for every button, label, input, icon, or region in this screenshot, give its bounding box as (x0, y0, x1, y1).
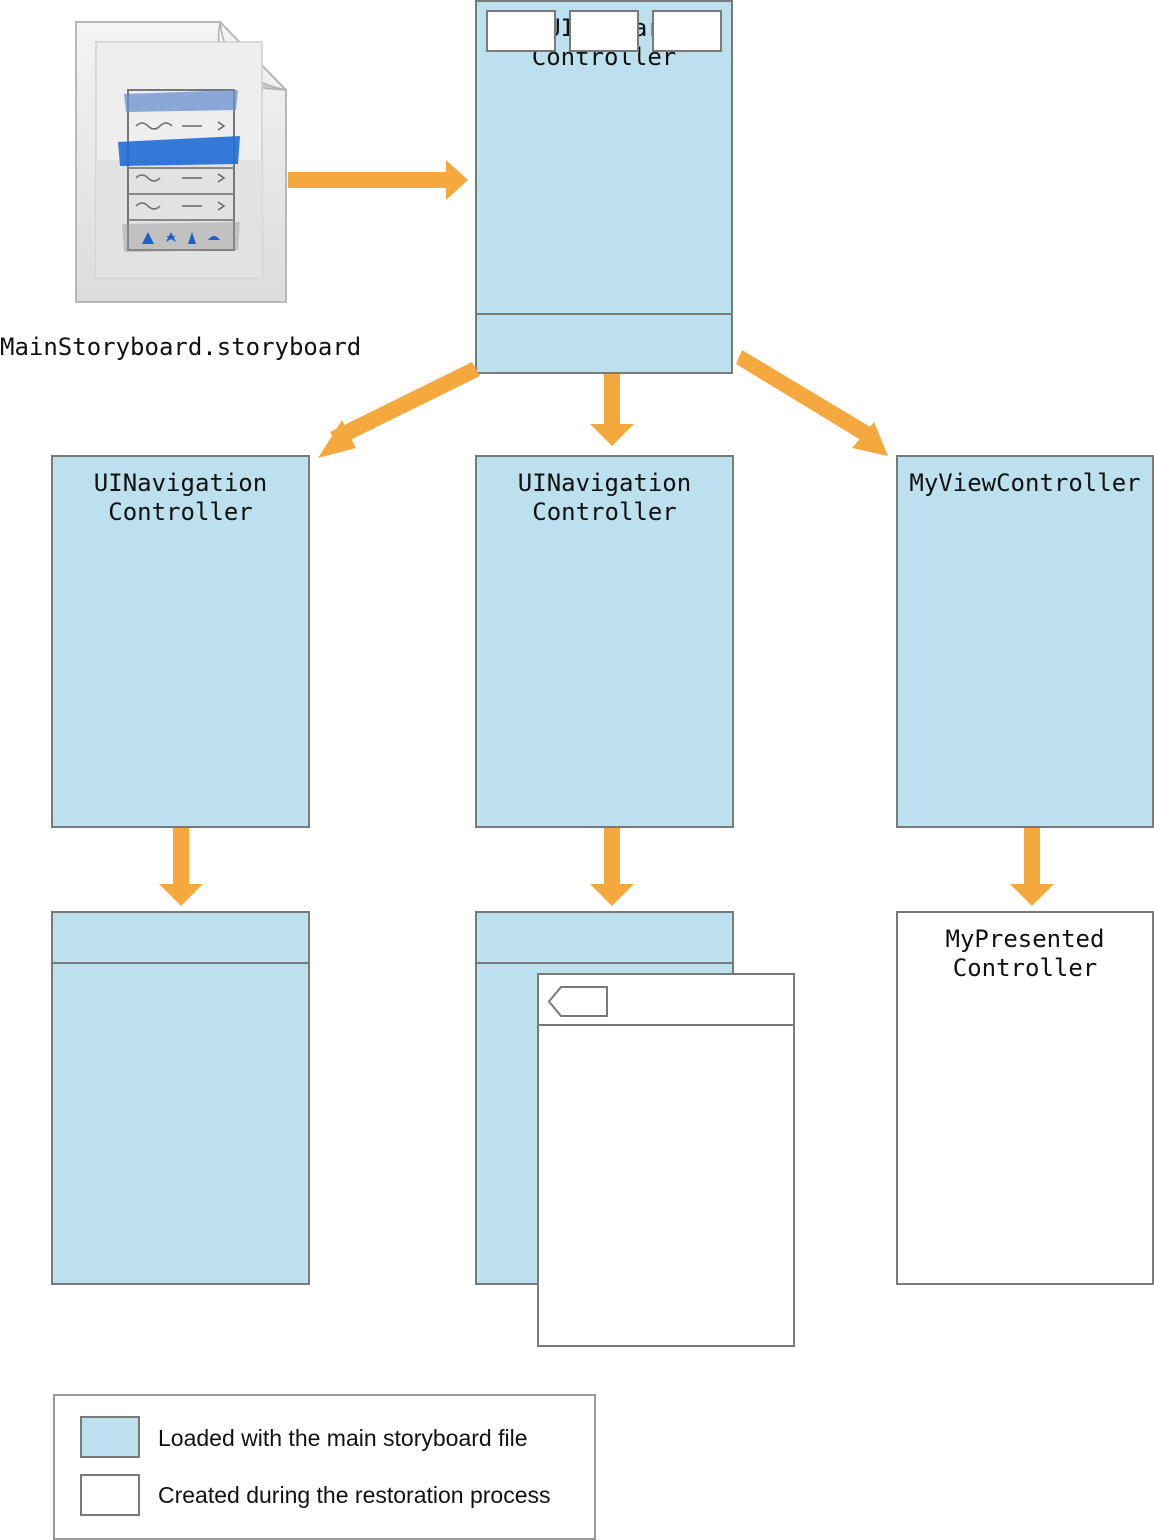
arrow-tabbar-to-nav-1 (318, 362, 480, 458)
tab-bar-item-3 (652, 10, 722, 52)
nav-bar-divider-2 (477, 962, 732, 964)
my-presented-controller: MyPresented Controller (896, 911, 1154, 1285)
arrow-myviewcontroller-down (1010, 828, 1054, 906)
tab-bar-divider (477, 313, 731, 315)
arrow-nav-2-down (590, 828, 634, 906)
my-view-controller: MyViewController (896, 455, 1154, 828)
arrow-tabbar-to-myviewcontroller (736, 350, 888, 456)
navigation-controller-1-title: UINavigation Controller (93, 469, 268, 526)
arrow-file-to-tabbar (288, 160, 468, 200)
legend-swatch-created (80, 1474, 140, 1516)
storyboard-file-icon (70, 18, 292, 308)
tab-bar-controller: UITabBar Controller (475, 0, 733, 374)
legend-label-created: Created during the restoration process (158, 1482, 551, 1508)
navigation-controller-2-title: UINavigation Controller (517, 469, 692, 526)
my-view-controller-title: MyViewController (909, 469, 1141, 497)
storyboard-file-label: MainStoryboard.storyboard (0, 333, 362, 361)
root-view-controller-1 (51, 911, 310, 1285)
arrow-tabbar-to-nav-2 (590, 374, 634, 446)
navigation-controller-1: UINavigation Controller (51, 455, 310, 828)
storyboard-document-icon (75, 21, 287, 303)
back-button-icon (547, 986, 608, 1017)
legend: Loaded with the main storyboard file Cre… (53, 1394, 596, 1540)
nav-bar-divider-1 (53, 962, 308, 964)
legend-label-loaded: Loaded with the main storyboard file (158, 1425, 528, 1451)
tab-bar-item-1 (486, 10, 556, 52)
pushed-nav-bar-divider (539, 1024, 793, 1026)
legend-swatch-loaded (80, 1416, 140, 1458)
arrow-nav-1-down (159, 828, 203, 906)
pushed-view-controller (537, 973, 795, 1347)
navigation-controller-2: UINavigation Controller (475, 455, 734, 828)
my-presented-controller-title: MyPresented Controller (945, 925, 1105, 982)
tab-bar-item-2 (569, 10, 639, 52)
